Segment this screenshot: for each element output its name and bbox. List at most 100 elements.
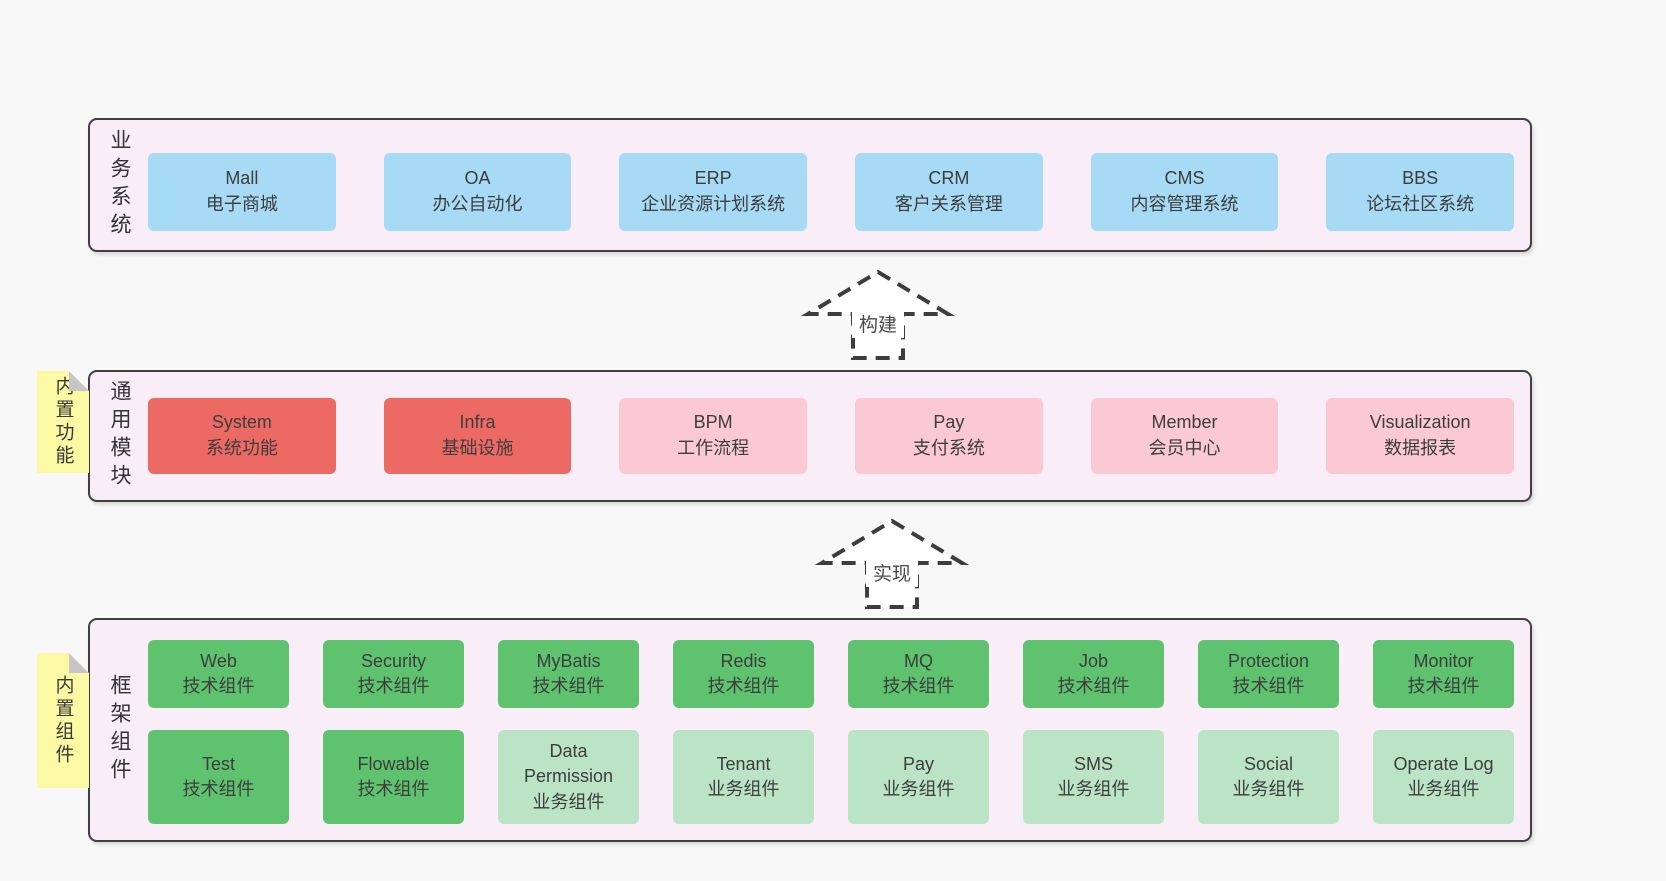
box-title: MQ [904,650,933,671]
box-title: CRM [928,168,970,189]
box-subtitle: 技术组件 [357,779,430,800]
box-subtitle: 技术组件 [182,779,255,800]
box-operate-log: Operate Log 业务组件 [1373,730,1514,824]
box-subtitle: 支付系统 [912,438,985,458]
box-subtitle: 技术组件 [1232,676,1305,697]
box-title: System [211,412,272,433]
box-title: Visualization [1369,412,1471,433]
module-boxes: System 系统功能 Infra 基础设施 BPM 工作流程 Pay 支付系统 Member 会… [148,398,1514,474]
box-pay: Pay 支付系统 [855,398,1043,474]
arrow-implement: 实现 [814,516,970,612]
box-visualization: Visualization 数据报表 [1326,398,1514,474]
sticky-fold-corner-icon [69,371,89,391]
box-subtitle: 系统功能 [205,438,278,458]
box-data-permission: Data Permission 业务组件 [498,730,639,824]
box-title: Mall [225,168,259,189]
box-bbs: BBS 论坛社区系统 [1326,153,1514,231]
box-title: Web [200,650,237,671]
arrow-implement-label: 实现 [865,558,919,587]
box-protection: Protection 技术组件 [1198,640,1339,709]
box-sms: SMS 业务组件 [1023,730,1164,824]
box-title: Protection [1227,650,1310,671]
box-mall: Mall 电子商城 [148,153,336,231]
sticky-note-builtin-features: 内置功能 [37,371,89,473]
box-tenant: Tenant 业务组件 [673,730,814,824]
box-title: Flowable [357,753,430,774]
box-cms: CMS 内容管理系统 [1090,153,1279,231]
box-title: BPM [693,412,733,433]
box-subtitle: 数据报表 [1384,438,1457,458]
box-subtitle: 技术组件 [707,676,780,697]
box-title: BBS [1402,168,1439,189]
box-title: OA [464,168,491,189]
box-title: Job [1078,650,1109,671]
box-subtitle: 技术组件 [1407,676,1480,697]
box-title: Security [360,650,427,671]
arrow-build: 构建 [800,267,956,363]
box-bpm: BPM 工作流程 [619,398,807,474]
box-subtitle: 会员中心 [1148,438,1221,458]
box-monitor: Monitor 技术组件 [1373,640,1514,709]
box-flowable: Flowable 技术组件 [323,730,464,824]
box-title: Pay [933,412,965,433]
box-mybatis: MyBatis 技术组件 [498,640,639,709]
band-components-label: 框架组件 [108,674,131,786]
box-test: Test 技术组件 [148,730,289,824]
box-subtitle: 业务组件 [882,779,955,800]
box-subtitle: 客户关系管理 [894,194,1003,214]
box-web: Web 技术组件 [148,640,289,709]
box-title: Data Permission [523,740,614,787]
sticky-note-label: 内置组件 [52,674,74,767]
box-title: ERP [694,168,732,189]
box-subtitle: 企业资源计划系统 [641,194,786,214]
box-member: Member 会员中心 [1090,398,1279,474]
box-title: Social [1243,753,1294,774]
box-subtitle: 技术组件 [882,676,955,697]
box-title: Test [201,753,235,774]
box-subtitle: 内容管理系统 [1130,194,1239,214]
box-subtitle: 技术组件 [532,676,605,697]
box-subtitle: 业务组件 [1232,779,1305,800]
box-subtitle: 工作流程 [677,438,750,458]
box-title: Redis [720,650,767,671]
box-title: Monitor [1413,650,1474,671]
sticky-fold-corner-icon [69,653,89,673]
sticky-note-builtin-components: 内置组件 [37,653,89,788]
box-title: Member [1151,412,1218,433]
box-mq: MQ 技术组件 [848,640,989,709]
box-title: Infra [459,412,496,433]
box-title: Pay [902,753,935,774]
box-subtitle: 基础设施 [441,438,514,458]
box-infra: Infra 基础设施 [383,398,572,474]
box-system: System 系统功能 [148,398,336,474]
box-subtitle: 业务组件 [1057,779,1130,800]
box-crm: CRM 客户关系管理 [855,153,1043,231]
arrow-build-label: 构建 [851,309,905,338]
box-title: CMS [1164,168,1205,189]
box-erp: ERP 企业资源计划系统 [619,153,807,231]
box-title: SMS [1073,753,1113,774]
box-subtitle: 电子商城 [205,194,278,214]
box-subtitle: 业务组件 [1407,779,1480,800]
box-social: Social 业务组件 [1198,730,1339,824]
box-subtitle: 业务组件 [707,779,780,800]
box-title: MyBatis [536,650,601,671]
box-subtitle: 技术组件 [182,676,255,697]
box-pay: Pay 业务组件 [848,730,989,824]
sticky-note-label: 内置功能 [52,376,74,468]
box-subtitle: 业务组件 [532,791,605,812]
box-title: Operate Log [1393,753,1494,774]
band-business-label: 业务系统 [108,129,131,241]
box-subtitle: 论坛社区系统 [1366,194,1475,214]
band-modules-label: 通用模块 [108,380,131,492]
box-title: Tenant [716,753,771,774]
box-redis: Redis 技术组件 [673,640,814,709]
band-common-modules: 通用模块 System 系统功能 Infra 基础设施 BPM 工作流程 Pay 支付系统 Me… [88,370,1532,502]
